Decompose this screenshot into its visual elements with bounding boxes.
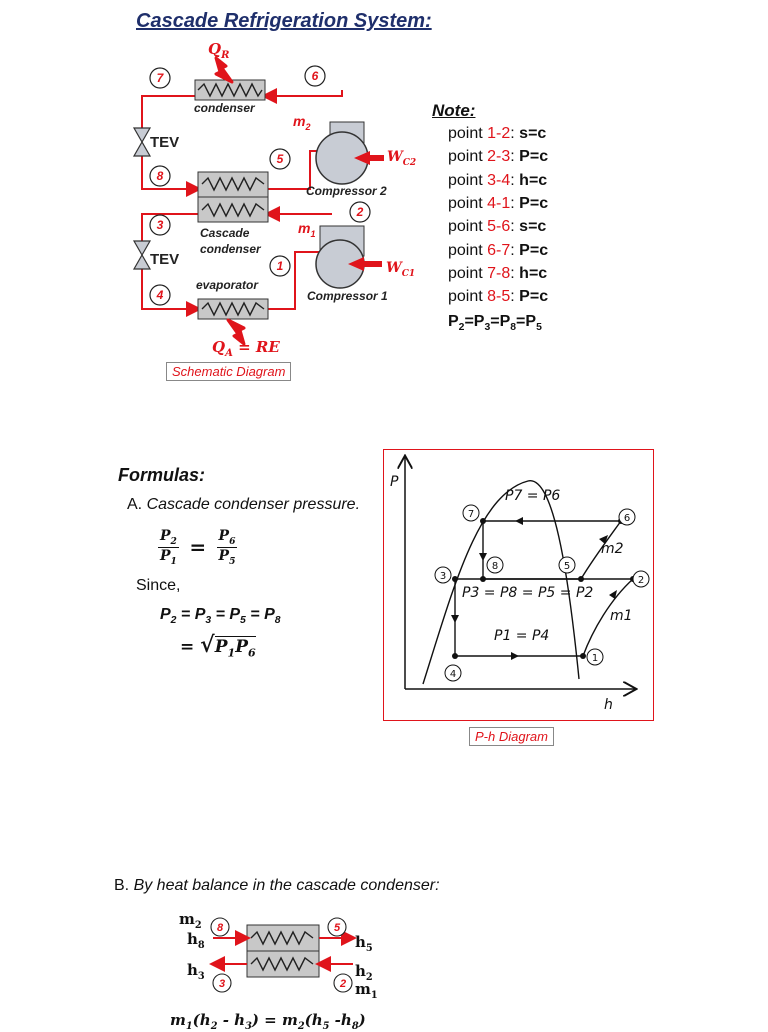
m1-label: m1	[298, 220, 316, 239]
ph-state-5: 5	[564, 561, 570, 572]
note-row: point 8-5: P=c	[448, 288, 549, 306]
ph-state-8: 8	[492, 561, 498, 572]
saturation-dome	[422, 480, 580, 685]
formulas-heading: Formulas:	[118, 465, 206, 485]
sqrt-formula: = √P1P6	[180, 632, 256, 660]
hb-h2: h2	[355, 962, 373, 983]
note-row: point 3-4: h=c	[448, 171, 548, 189]
note-row: point 2-3: P=c	[448, 148, 549, 166]
cascade-condenser-label-2: condenser	[200, 242, 261, 256]
condenser	[194, 79, 266, 101]
point-label-7: 7	[157, 71, 165, 85]
qr-arrow	[214, 56, 234, 84]
heat-balance-equation: m1(h2 - h3) = m2(h5 -h8)	[170, 1011, 366, 1032]
page-title: Cascade Refrigeration System:	[136, 10, 432, 32]
ph-caption: P-h Diagram	[469, 727, 554, 746]
ph-m2-label: m2	[601, 541, 624, 557]
compressor-1	[315, 225, 365, 289]
wc2-label: WC2	[387, 149, 417, 168]
compressor-2-label: Compressor 2	[306, 184, 387, 198]
note-heading: Note:	[432, 101, 476, 120]
schematic-caption: Schematic Diagram	[166, 362, 292, 381]
evaporator	[197, 298, 269, 320]
ratio-num-left: P2	[158, 528, 179, 548]
wc1-arrow	[348, 257, 382, 271]
compressor-1-label: Compressor 1	[307, 289, 388, 303]
low-stage-loop	[141, 206, 332, 317]
ph-p-axis-label: P	[390, 474, 399, 490]
ph-h-axis-label: h	[604, 697, 613, 713]
note-row: point 4-1: P=c	[448, 194, 549, 212]
evaporator-label: evaporator	[196, 278, 259, 292]
hb-h5: h5	[355, 933, 373, 954]
note-row: point 7-8: h=c	[448, 264, 548, 282]
ph-low-eq-label: P1 = P4	[494, 628, 550, 644]
qa-arrow	[226, 318, 246, 346]
tev-low-label: TEV	[150, 251, 180, 268]
formula-b: B. By heat balance in the cascade conden…	[114, 877, 440, 894]
ratio-den-left: P1	[160, 547, 177, 567]
hb-point-8: 8	[217, 922, 224, 934]
note-row: point 1-2: s=c	[448, 125, 547, 142]
ph-state-6: 6	[624, 513, 630, 524]
ratio-den-right: P5	[218, 547, 236, 567]
ph-p7p6-label: P7 = P6	[505, 488, 561, 504]
note-row: point 6-7: P=c	[448, 241, 549, 259]
point-label-1: 1	[277, 259, 284, 273]
state-markers	[434, 504, 650, 682]
ph-diagram-frame	[383, 449, 654, 721]
compressor-2	[315, 121, 369, 185]
schematic-diagram: 1 2 3 4 5 6 7 8	[132, 56, 384, 346]
ph-state-7: 7	[468, 509, 474, 520]
tev-high-label: TEV	[150, 134, 180, 151]
formula-a: A. Cascade condenser pressure.	[127, 496, 361, 513]
point-label-3: 3	[157, 218, 164, 232]
cascade-condenser-label-1: Cascade	[200, 226, 250, 240]
ph-diagram: 1 2 3 4 5 6 7 8	[383, 449, 650, 721]
point-label-5: 5	[277, 152, 284, 166]
ph-state-4: 4	[450, 669, 456, 680]
hb-point-3: 3	[219, 978, 225, 990]
hb-m2: m2	[179, 910, 202, 931]
hb-h3: h3	[187, 961, 205, 982]
condenser-label: condenser	[194, 101, 255, 115]
ph-mid-eq-label: P3 = P8 = P5 = P2	[462, 585, 594, 601]
note-row: point 5-6: s=c	[448, 218, 547, 236]
ratio-num-right: P6	[216, 528, 238, 548]
ph-state-3: 3	[440, 571, 446, 582]
since-text: Since,	[136, 577, 181, 594]
point-label-4: 4	[156, 288, 164, 302]
point-label-6: 6	[312, 69, 319, 83]
equality-formula: P2 = P3 = P5 = P8	[160, 606, 281, 627]
heat-balance-diagram: 2 3 5 8	[209, 917, 357, 993]
m2-label: m2	[293, 113, 311, 132]
wc2-arrow	[354, 151, 384, 165]
hb-point-5: 5	[334, 922, 341, 934]
point-label-2: 2	[356, 205, 364, 219]
hb-point-2: 2	[339, 978, 346, 990]
qa-label: QA = RE	[212, 338, 280, 359]
tev-valve-high	[132, 127, 152, 157]
hb-m1: m1	[355, 980, 378, 1001]
wc1-label: WC1	[386, 260, 416, 279]
point-markers	[149, 65, 371, 306]
pressure-ratio: P2 P1 = P6 P5	[158, 528, 238, 567]
qr-label: QR	[208, 40, 230, 61]
ph-state-1: 1	[592, 653, 598, 664]
tev-valve-low	[132, 240, 152, 270]
point-label-8: 8	[157, 169, 164, 183]
ph-state-2: 2	[638, 575, 644, 586]
cascade-condenser	[197, 171, 269, 223]
hb-h8: h8	[187, 930, 205, 951]
ph-m1-label: m1	[610, 608, 633, 624]
note-equality: P2=P3=P8=P5	[448, 313, 542, 334]
